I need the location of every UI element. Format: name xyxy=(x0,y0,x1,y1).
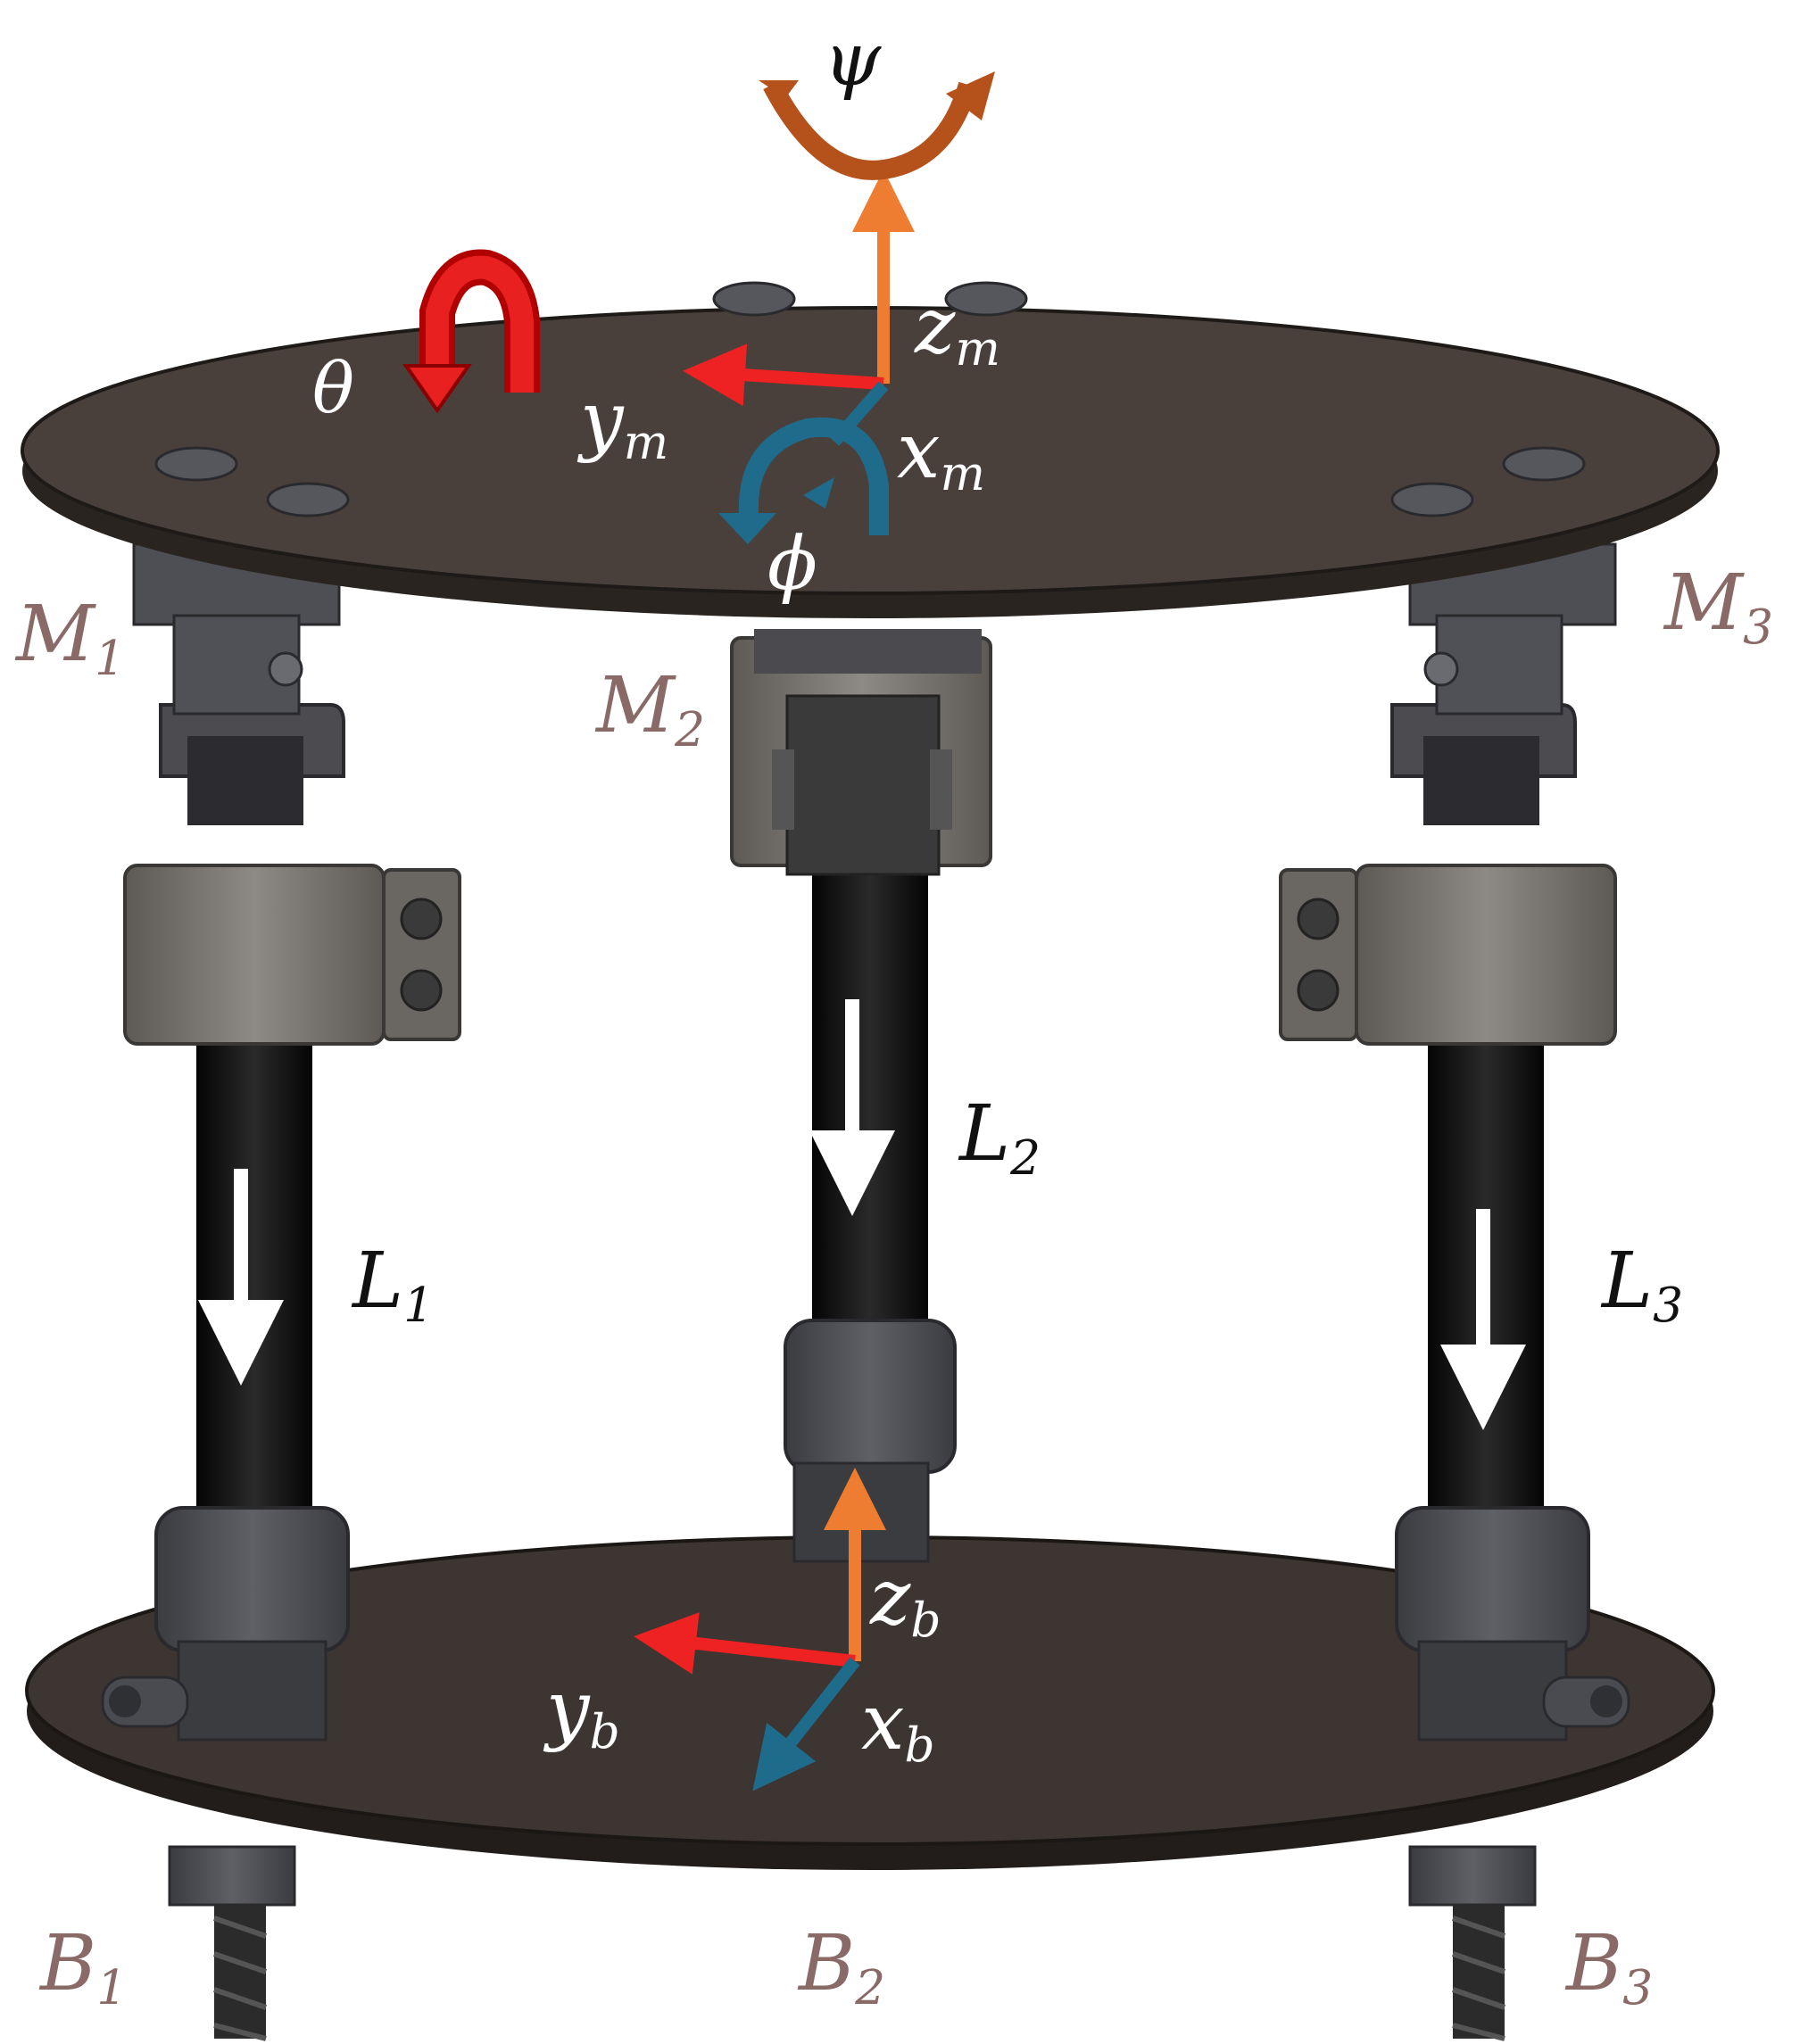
psi-rotation-arrow xyxy=(763,79,978,180)
phi-label: ϕ xyxy=(767,522,817,607)
base-plate xyxy=(25,1535,1715,1870)
theta-arrowhead-icon xyxy=(402,364,472,414)
leg-3 xyxy=(1279,702,1630,1742)
base-bottom-fittings xyxy=(168,1845,1537,2041)
L1-label: L1 xyxy=(351,1237,434,1333)
y-b-axis-arrow xyxy=(634,1612,856,1675)
B2-label: B2 xyxy=(797,1919,885,2015)
B3-label: B3 xyxy=(1564,1919,1653,2015)
y-b-label: yb xyxy=(543,1665,620,1759)
L2-label: L2 xyxy=(958,1089,1041,1186)
x-b-label: xb xyxy=(861,1678,935,1773)
x-m-label: xm xyxy=(897,407,985,501)
L3-label: L3 xyxy=(1600,1237,1683,1333)
M1-label: M1 xyxy=(14,590,125,686)
psi-label: ψ xyxy=(824,18,882,103)
y-m-label: ym xyxy=(576,376,668,470)
leg-1 xyxy=(101,702,461,1742)
z-m-label: zm xyxy=(914,282,1000,377)
y-m-axis-arrow xyxy=(683,343,884,407)
phi-arrowhead-icon xyxy=(718,513,776,544)
plate-bolts xyxy=(154,281,1586,517)
x-b-axis-arrow xyxy=(752,1657,860,1792)
z-b-label: zb xyxy=(869,1553,941,1648)
psi-tail-icon xyxy=(759,80,799,98)
theta-label: θ xyxy=(312,349,354,429)
M2-label: M2 xyxy=(594,661,705,757)
phi-rotation-arrow xyxy=(738,417,889,535)
M3-label: M3 xyxy=(1663,559,1773,655)
psi-arrowhead-icon xyxy=(946,71,995,120)
upper-joints xyxy=(132,542,1617,716)
B1-label: B1 xyxy=(38,1919,127,2015)
leg-2 xyxy=(730,629,992,1563)
